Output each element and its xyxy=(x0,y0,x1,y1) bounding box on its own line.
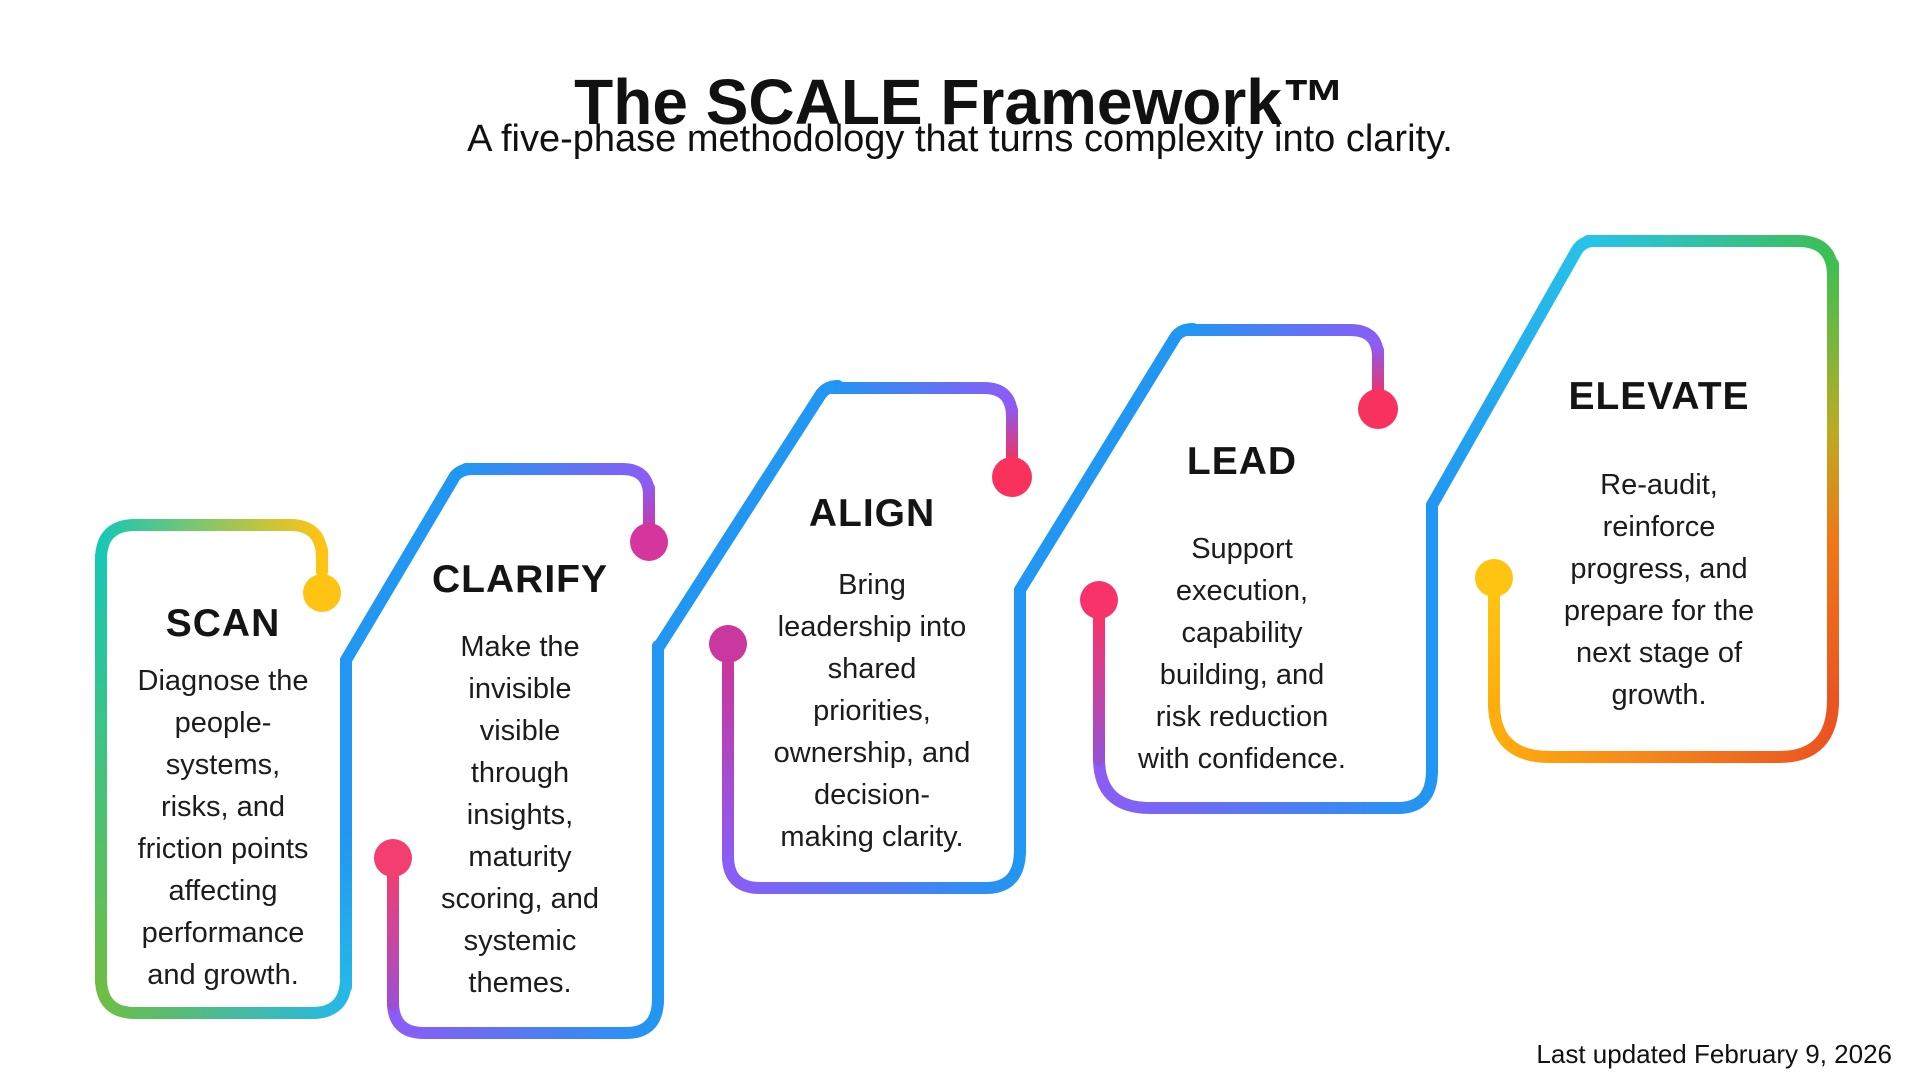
phase-scan-title: SCAN xyxy=(165,602,281,645)
phase-lead-title: LEAD xyxy=(1186,440,1298,483)
phase-align-description: Bring leadership into shared priorities,… xyxy=(773,569,971,853)
scan-top-right-dot xyxy=(303,574,341,612)
lead-left-dot xyxy=(1080,581,1118,619)
scan-card-outline xyxy=(95,519,352,1019)
phase-elevate-description: Re-audit, reinforce progress, and prepar… xyxy=(1563,469,1755,711)
page-title: The SCALE Framework™ xyxy=(574,65,1346,138)
lead-top-right-dot xyxy=(1358,389,1398,429)
align-top-right-dot xyxy=(992,457,1032,497)
phase-clarify-title: CLARIFY xyxy=(432,558,608,601)
clarify-top-right-dot xyxy=(630,523,668,561)
last-updated-note: Last updated February 9, 2026 xyxy=(1536,1039,1892,1069)
clarify-card-outline xyxy=(340,463,668,1039)
lead-card-outline xyxy=(1014,323,1438,814)
phase-scan-description: Diagnose the people- systems, risks, and… xyxy=(137,665,309,991)
page-subtitle: A five-phase methodology that turns comp… xyxy=(467,118,1453,160)
phase-elevate-title: ELEVATE xyxy=(1568,375,1750,418)
elevate-card-outline xyxy=(1426,235,1839,763)
elevate-left-dot xyxy=(1475,559,1513,597)
phase-align-title: ALIGN xyxy=(808,492,936,535)
phase-clarify-description: Make the invisible visible through insig… xyxy=(441,631,599,999)
phase-lead-description: Support execution, capability building, … xyxy=(1138,533,1346,775)
clarify-left-dot xyxy=(374,839,412,877)
align-left-dot xyxy=(709,625,747,663)
align-card-outline xyxy=(652,380,1032,894)
